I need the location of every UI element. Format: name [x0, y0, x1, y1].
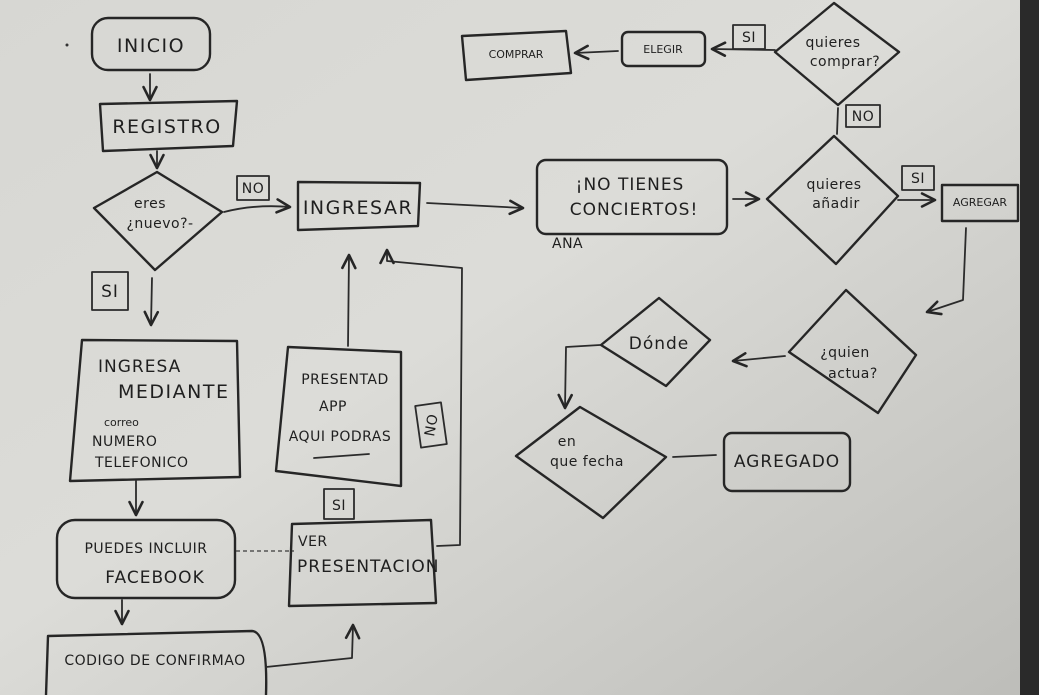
decision-fecha-line2: que fecha	[550, 454, 624, 470]
node-presentacion-app: PRESENTAD APP AQUI PODRAS	[274, 345, 403, 488]
decision-quien-actua: ¿quien actua?	[787, 288, 918, 415]
node-no-tienes-line1: ¡NO TIENES	[576, 175, 685, 195]
edge-presentacion-ingresar	[341, 253, 357, 347]
edge-label-si-comprar-text: SI	[742, 30, 756, 46]
node-comprar: COMPRAR	[460, 29, 573, 82]
ink-dot	[65, 43, 69, 47]
edge-si-ingresa	[143, 277, 160, 327]
node-ingresa-line4: NUMERO	[92, 434, 157, 450]
node-registro-label: REGISTRO	[112, 116, 221, 138]
decision-eres-nuevo-line1: eres	[134, 196, 166, 212]
decision-quien-line2: actua?	[828, 366, 878, 382]
edge-decision-ingresar	[223, 198, 292, 214]
node-comprar-label: COMPRAR	[489, 48, 544, 61]
edge-quien-donde	[731, 352, 786, 368]
node-ver-line1: VER	[298, 534, 328, 550]
node-puedes-line2: FACEBOOK	[105, 568, 204, 588]
paper-right-shadow	[1020, 0, 1039, 695]
node-codigo: CODIGO DE CONFIRMAO	[44, 629, 268, 695]
annotation-ana: ANA	[552, 236, 583, 252]
edge-donde-fecha	[557, 344, 601, 410]
node-elegir: ELEGIR	[620, 30, 707, 68]
edge-fecha-agregado	[672, 454, 717, 458]
node-ingresa-line5: TELEFONICO	[94, 455, 189, 471]
edge-anadir-comprar	[836, 107, 839, 135]
node-ingresar-label: INGRESAR	[303, 197, 413, 219]
edge-codigo-ver	[265, 623, 361, 668]
edge-agregar-quien	[925, 227, 967, 316]
node-agregado-label: AGREGADO	[734, 452, 840, 472]
node-ingresa-line2: MEDIANTE	[118, 381, 229, 403]
node-agregar: AGREGAR	[940, 183, 1020, 223]
edge-label-no-comprar-text: NO	[852, 109, 875, 125]
node-ver-line2: PRESENTACION	[297, 557, 439, 577]
node-ingresa-mediante: INGRESA MEDIANTE correo NUMERO TELEFONIC…	[68, 338, 242, 483]
node-inicio: INICIO	[90, 16, 212, 72]
decision-quieres-comprar: quieres comprar?	[773, 1, 901, 107]
decision-anadir-line2: añadir	[812, 196, 860, 212]
edge-label-si-anadir: SI	[901, 165, 935, 191]
decision-comprar-line1: quieres	[805, 35, 860, 51]
edge-comprar-elegir	[710, 41, 776, 57]
node-presentacion-line3: AQUI PODRAS	[289, 429, 392, 445]
edge-label-si-presentacion-text: SI	[332, 498, 346, 514]
node-presentacion-line2: APP	[319, 399, 347, 415]
node-presentacion-line1: PRESENTAD	[301, 372, 389, 388]
edge-label-si-anadir-text: SI	[911, 171, 925, 187]
node-registro: REGISTRO	[98, 99, 239, 153]
decision-fecha-line1: en	[558, 434, 577, 450]
node-inicio-label: INICIO	[117, 35, 185, 57]
edge-label-no-registro-text: NO	[242, 181, 265, 197]
node-elegir-label: ELEGIR	[643, 43, 683, 56]
node-ingresa-line3: correo	[104, 416, 139, 429]
decision-eres-nuevo-line2: ¿nuevo?-	[126, 216, 193, 232]
edge-label-no-comprar: NO	[845, 104, 881, 128]
decision-anadir-line1: quieres	[806, 177, 861, 193]
node-ingresar: INGRESAR	[296, 180, 422, 232]
decision-donde: Dónde	[599, 296, 712, 388]
node-puedes-line1: PUEDES INCLUIR	[84, 541, 207, 557]
decision-donde-label: Dónde	[629, 334, 690, 354]
edge-label-no-presentacion: NO	[414, 401, 448, 449]
edge-label-no-presentacion-text: NO	[422, 413, 442, 438]
edge-elegir-comprar	[573, 44, 619, 61]
node-no-tienes-line2: CONCIERTOS!	[570, 200, 699, 220]
edge-label-si-presentacion: SI	[323, 488, 355, 520]
decision-quien-line1: ¿quien	[820, 345, 870, 361]
node-ingresa-line1: INGRESA	[98, 357, 181, 377]
node-codigo-label: CODIGO DE CONFIRMAO	[64, 653, 245, 669]
decision-quieres-anadir: quieres añadir	[765, 134, 900, 266]
node-no-tienes: ¡NO TIENES CONCIERTOS!	[535, 158, 729, 236]
decision-eres-nuevo: eres ¿nuevo?-	[92, 170, 224, 272]
node-ver-presentacion: VER PRESENTACION	[287, 518, 439, 608]
node-agregar-label: AGREGAR	[953, 196, 1007, 209]
edge-ingresar-notienes	[426, 199, 525, 216]
edge-label-si-registro-text: SI	[101, 282, 119, 302]
decision-en-que-fecha: en que fecha	[514, 405, 668, 520]
decision-comprar-line2: comprar?	[810, 54, 880, 70]
node-agregado: AGREGADO	[722, 431, 852, 493]
node-puedes-incluir: PUEDES INCLUIR FACEBOOK	[55, 518, 237, 600]
edge-ver-ingresar-loop	[379, 248, 463, 547]
edge-label-si-registro: SI	[91, 271, 129, 311]
edge-label-no-registro: NO	[236, 175, 270, 201]
